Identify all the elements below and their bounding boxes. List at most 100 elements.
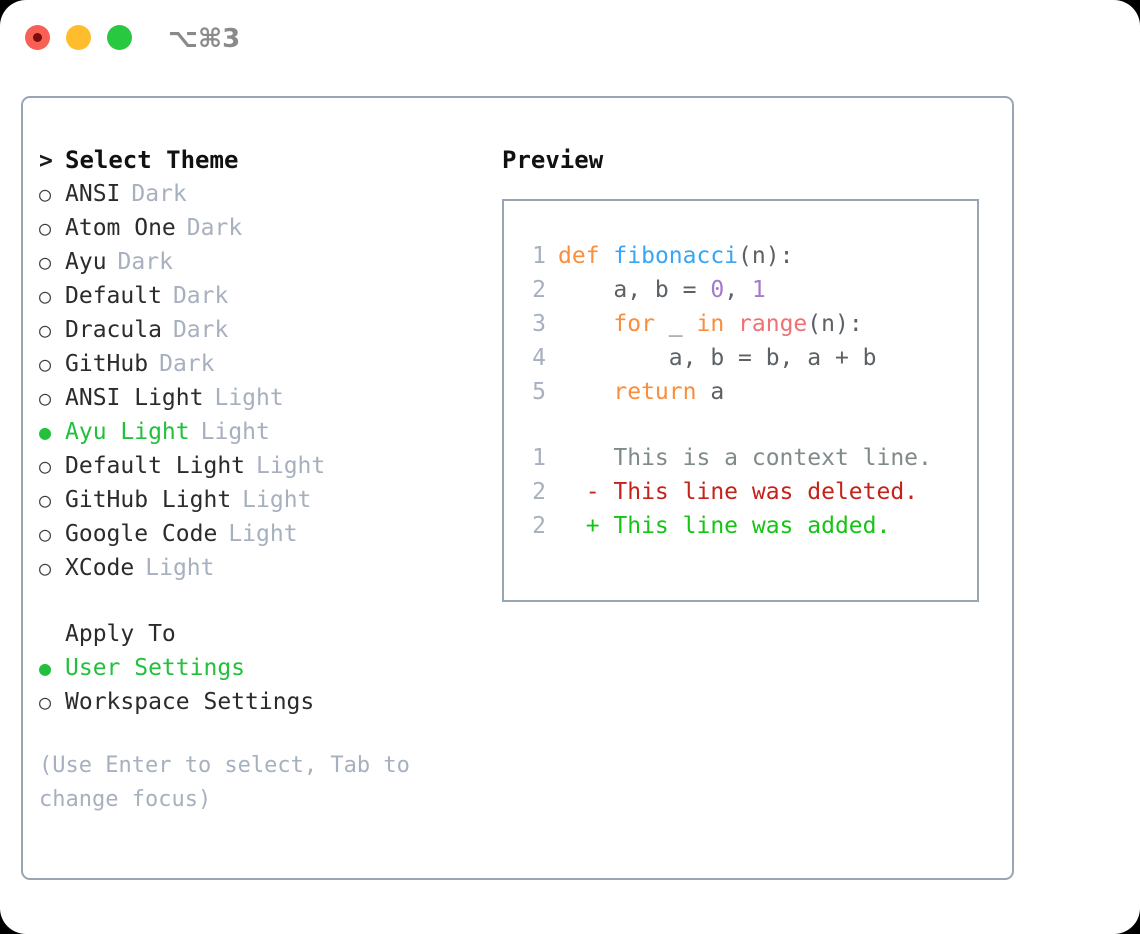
apply-to-label: Apply To: [65, 621, 176, 647]
theme-option-github-light[interactable]: ○ GitHub Light Light: [39, 483, 479, 517]
radio-unselected-icon[interactable]: ○: [39, 690, 52, 714]
diff-marker: -: [558, 479, 614, 505]
select-theme-header: > Select Theme: [39, 143, 479, 177]
spacer: [518, 409, 977, 441]
radio-unselected-icon[interactable]: ○: [39, 454, 52, 478]
maximize-button[interactable]: [107, 25, 132, 50]
theme-option-name: ANSI: [65, 181, 121, 207]
theme-option-name: Google Code: [65, 521, 218, 547]
radio-unselected-icon[interactable]: ○: [39, 522, 52, 546]
radio-unselected-icon[interactable]: ○: [39, 386, 52, 410]
code-line: 4 a, b = b, a + b: [518, 341, 977, 375]
close-button[interactable]: [25, 25, 50, 50]
radio-selected-icon[interactable]: ●: [39, 656, 52, 680]
diff-line: 2 - This line was deleted.: [518, 475, 977, 509]
line-number: 1: [532, 445, 546, 471]
theme-option-kind: Light: [242, 487, 312, 513]
caret-icon: >: [39, 148, 53, 174]
line-number: 2: [532, 277, 546, 303]
line-number: 5: [532, 379, 546, 405]
diff-line: 1 This is a context line.: [518, 441, 977, 475]
apply-to-header: ○Apply To: [39, 617, 479, 651]
theme-option-ayu[interactable]: ○ Ayu Dark: [39, 245, 479, 279]
theme-option-name: Atom One: [65, 215, 176, 241]
radio-unselected-icon[interactable]: ○: [39, 216, 52, 240]
theme-option-kind: Dark: [117, 249, 173, 275]
code-line: 5 return a: [518, 375, 977, 409]
title-bar: ⌥⌘3: [0, 0, 1140, 76]
spacer: [39, 585, 479, 617]
diff-sample: 1 This is a context line.2 - This line w…: [518, 441, 977, 543]
radio-unselected-icon[interactable]: ○: [39, 352, 52, 376]
theme-option-kind: Dark: [172, 283, 229, 309]
keyboard-shortcut-label: ⌥⌘3: [168, 24, 241, 54]
apply-to-option-list: ● User Settings ○ Workspace Settings: [39, 651, 479, 719]
code-token: [724, 307, 738, 341]
preview-title: Preview: [502, 146, 604, 174]
apply-to-option-workspace-settings[interactable]: ○ Workspace Settings: [39, 685, 479, 719]
code-token: a, b = b, a + b: [558, 345, 877, 371]
theme-option-kind: Light: [228, 521, 298, 547]
apply-to-option-user-settings[interactable]: ● User Settings: [39, 651, 479, 685]
theme-option-name: Default: [65, 283, 162, 309]
radio-unselected-icon[interactable]: ○: [39, 488, 52, 512]
traffic-lights: [25, 25, 132, 50]
code-token: [558, 307, 613, 341]
apply-to-option-label: User Settings: [65, 655, 246, 681]
code-token: a, b =: [558, 277, 711, 303]
diff-text: This is a context line.: [613, 445, 932, 471]
code-token: fibonacci: [613, 243, 739, 269]
theme-option-name: Default Light: [65, 453, 246, 479]
radio-unselected-icon[interactable]: ○: [39, 250, 52, 274]
radio-unselected-icon[interactable]: ○: [39, 284, 52, 308]
line-number: 2: [532, 513, 546, 539]
theme-option-default[interactable]: ○ Default Dark: [39, 279, 479, 313]
code-line: 2 a, b = 0, 1: [518, 273, 977, 307]
code-token: for: [613, 311, 655, 337]
theme-option-xcode[interactable]: ○ XCode Light: [39, 551, 479, 585]
code-token: [600, 239, 614, 273]
code-token: (n):: [807, 311, 863, 337]
radio-selected-icon[interactable]: ●: [39, 420, 52, 444]
code-token: ,: [724, 277, 752, 303]
select-theme-label: Select Theme: [65, 146, 239, 174]
minimize-button[interactable]: [66, 25, 91, 50]
theme-option-name: GitHub: [65, 351, 149, 377]
radio-unselected-icon[interactable]: ○: [39, 556, 52, 580]
theme-option-name: ANSI Light: [65, 385, 204, 411]
diff-marker: +: [558, 513, 614, 539]
diff-text: This line was added.: [613, 513, 891, 539]
theme-option-name: GitHub Light: [65, 487, 232, 513]
theme-option-name: Dracula: [65, 317, 162, 343]
diff-line: 2 + This line was added.: [518, 509, 977, 543]
theme-option-name: XCode: [65, 555, 135, 581]
apply-to-option-label: Workspace Settings: [65, 689, 315, 715]
theme-option-kind: Light: [145, 555, 215, 581]
theme-option-name: Ayu: [65, 249, 107, 275]
theme-option-kind: Light: [256, 453, 326, 479]
radio-unselected-icon[interactable]: ○: [39, 318, 52, 342]
theme-option-google-code[interactable]: ○ Google Code Light: [39, 517, 479, 551]
code-token: (n):: [738, 243, 794, 269]
code-token: a: [696, 379, 725, 405]
line-number: 4: [532, 345, 546, 371]
code-token: 0: [710, 277, 725, 303]
radio-unselected-icon[interactable]: ○: [39, 182, 52, 206]
blank-marker: ○: [39, 617, 65, 651]
code-token: _: [654, 311, 697, 337]
line-number: 2: [532, 479, 546, 505]
theme-option-default-light[interactable]: ○ Default Light Light: [39, 449, 479, 483]
diff-text: This line was deleted.: [613, 479, 919, 505]
